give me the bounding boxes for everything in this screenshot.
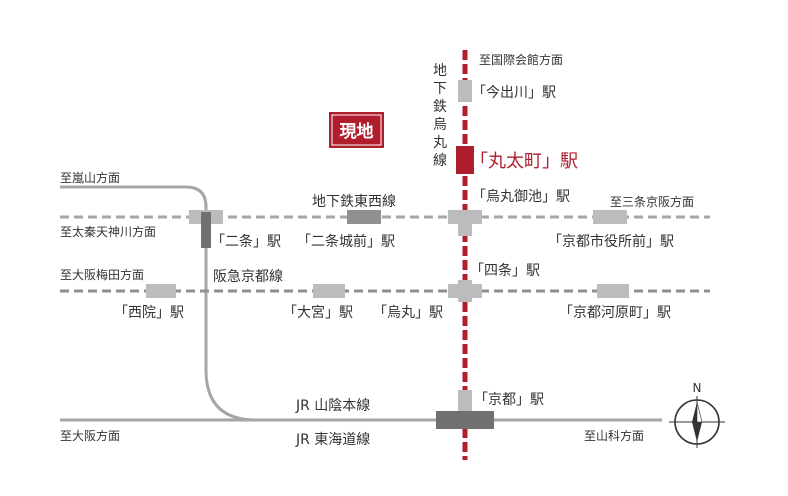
station-marker-imadegawa — [458, 80, 472, 102]
station-marker-saiin — [146, 284, 176, 298]
station-label-karasuma: 「烏丸」駅 — [373, 304, 443, 321]
station-label-nijojo-mae: 「二条城前」駅 — [297, 233, 395, 250]
karasuma-line-label: 地 下 鉄 烏 丸 線 — [433, 63, 447, 169]
station-label-karasuma-oike: 「烏丸御池」駅 — [472, 188, 570, 205]
genchi-badge: 現地 — [329, 112, 384, 148]
station-marker-omiya — [313, 284, 345, 298]
hankyu-line-label: 阪急京都線 — [213, 269, 283, 285]
station-label-kawaramachi: 「京都河原町」駅 — [559, 305, 671, 321]
station-label-nijo: 「二条」駅 — [211, 233, 281, 250]
station-label-shiyakusho-mae: 「京都市役所前」駅 — [548, 233, 674, 250]
tozai-line-label: 地下鉄東西線 — [312, 194, 396, 210]
karasuma-label-char: 下 — [433, 81, 447, 97]
station-marker-kyoto-jr — [436, 411, 494, 429]
station-label-kyoto: 「京都」駅 — [474, 392, 544, 408]
station-marker-karasuma-oike-stem — [458, 210, 472, 236]
station-marker-shijo-hankyu — [448, 284, 482, 298]
karasuma-label-char: 線 — [433, 153, 447, 169]
direction-yamashina: 至山科方面 — [584, 428, 644, 443]
station-marker-nijojo-mae — [347, 210, 381, 224]
genchi-badge-label: 現地 — [340, 121, 374, 142]
karasuma-label-char: 地 — [433, 63, 447, 79]
station-label-saiin: 「西院」駅 — [114, 305, 184, 321]
jr-sanin-line-label: JR 山陰本線 — [295, 398, 370, 414]
compass-north-label: N — [693, 381, 702, 395]
station-marker-marutamachi — [456, 146, 474, 174]
jr-tokaido-line-label: JR 東海道線 — [295, 432, 370, 448]
direction-sanjo-keihan: 至三条京阪方面 — [610, 194, 694, 209]
station-marker-kyoto — [458, 390, 472, 412]
station-label-omiya: 「大宮」駅 — [283, 305, 353, 321]
direction-osaka: 至大阪方面 — [60, 428, 120, 443]
karasuma-label-char: 烏 — [433, 116, 447, 133]
station-label-marutamachi: 「丸太町」駅 — [470, 151, 578, 172]
direction-umeda: 至大阪梅田方面 — [60, 267, 144, 282]
station-marker-shiyakusho-mae — [593, 210, 627, 224]
jr-sanin-line-branch — [60, 185, 440, 422]
station-marker-nijo-jr — [201, 212, 211, 248]
direction-kokusai: 至国際会館方面 — [479, 52, 563, 67]
direction-arashiyama: 至嵐山方面 — [60, 170, 120, 185]
karasuma-label-char: 鉄 — [433, 99, 447, 115]
station-marker-kawaramachi — [597, 284, 629, 298]
station-label-shijo: 「四条」駅 — [470, 262, 540, 279]
direction-uzumasa: 至太秦天神川方面 — [60, 224, 156, 239]
compass-rose: N — [669, 381, 725, 448]
karasuma-label-char: 丸 — [433, 135, 447, 151]
station-label-imadegawa: 「今出川」駅 — [472, 85, 556, 101]
